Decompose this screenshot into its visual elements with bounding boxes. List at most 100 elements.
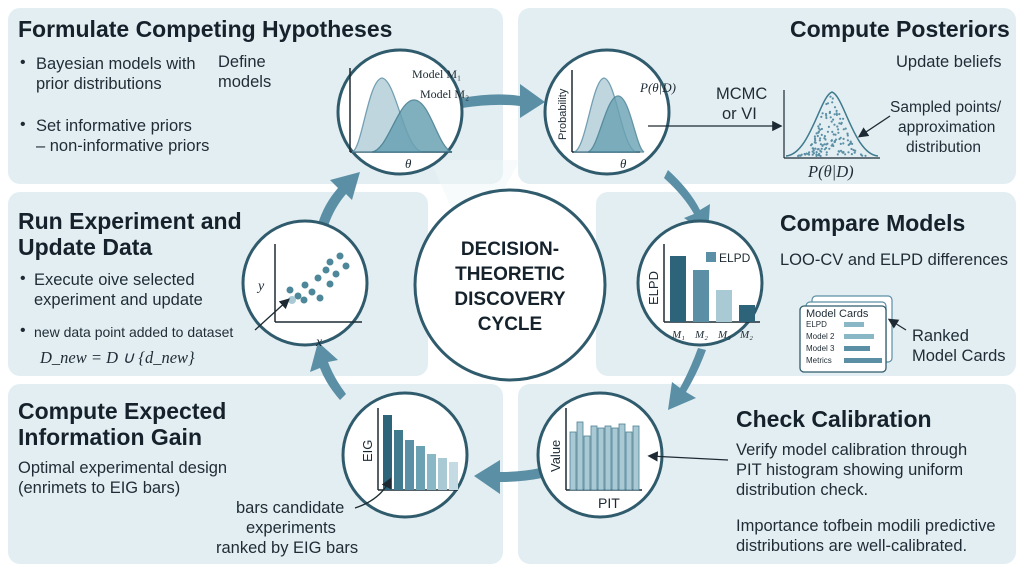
center-line1: DECISION- (461, 239, 559, 260)
eig-chart: EIG (360, 408, 458, 491)
pointer-eig (354, 477, 392, 509)
sample-point (817, 131, 820, 134)
sample-point (820, 115, 823, 118)
sampled-l3: distribution (906, 139, 981, 156)
sample-point (835, 113, 839, 116)
sample-point (811, 147, 815, 150)
sample-point (832, 133, 835, 136)
sample-point (833, 113, 836, 116)
eig-bar-5 (427, 454, 436, 490)
model-cards-stack (799, 295, 893, 373)
sample-point (813, 135, 817, 138)
sample-point (841, 151, 844, 154)
new-data-point (288, 296, 296, 304)
sample-point (817, 153, 820, 157)
sample-point (837, 128, 840, 131)
hypotheses-title: Formulate Competing Hypotheses (18, 16, 393, 42)
sample-point (861, 154, 864, 157)
sample-point (832, 118, 835, 121)
define-l2: models (218, 73, 272, 91)
sample-point (836, 125, 839, 128)
calibration-l1: Verify model calibration through (736, 441, 968, 459)
model2-label: Model M₂ (420, 87, 469, 101)
sample-point (839, 142, 842, 145)
sample-point (840, 121, 843, 124)
sample-point (827, 125, 831, 128)
eig-bar-2 (394, 430, 403, 490)
sample-point (835, 109, 838, 112)
hyp-bullet-dot-2: • (20, 116, 26, 133)
sample-point (821, 112, 824, 115)
elpd-bar-2 (693, 270, 709, 322)
elpd-bar-1 (670, 256, 686, 322)
center-line3: DISCOVERY (454, 289, 566, 310)
ranked-l1: Ranked (912, 327, 969, 345)
prior-curve-m2 (371, 99, 453, 153)
sample-point (816, 148, 819, 151)
sample-point (825, 116, 828, 120)
experiment-title-l2: Update Data (18, 234, 153, 260)
sample-point (829, 95, 832, 98)
sample-point (817, 125, 820, 128)
sample-point (818, 139, 822, 142)
pointer-calibration (647, 451, 729, 462)
sample-point (811, 153, 814, 156)
sample-point (818, 123, 822, 126)
sample-point (798, 154, 801, 157)
cards-title: Model Cards (806, 308, 869, 320)
sample-point (839, 117, 842, 120)
sample-point (850, 153, 854, 156)
card-row-1: ELPD (806, 320, 827, 329)
sample-point (838, 137, 841, 141)
scatter-x-axis: x (315, 335, 323, 350)
sampled-distribution (783, 90, 880, 159)
sample-point (846, 132, 849, 135)
sample-point (832, 144, 835, 148)
sample-point (814, 141, 817, 144)
hyp-bullet2-l1: Set informative priors (36, 117, 192, 135)
sample-point (820, 127, 824, 131)
sample-point (808, 151, 811, 154)
sample-point (837, 150, 840, 153)
card-row-4: Metrics (806, 356, 832, 365)
elpd-tick-3: M₃ (717, 329, 731, 341)
calibration-note-l1: Importance tofbein modili predictive (736, 517, 996, 535)
sample-point (815, 151, 818, 154)
compare-title: Compare Models (780, 210, 966, 236)
eig-bar-3 (405, 440, 414, 490)
sample-point (838, 122, 841, 125)
eig-title-l2: Information Gain (18, 424, 202, 450)
eig-text-l2: (enrimets to EIG bars) (18, 479, 181, 497)
sampled-l1: Sampled points/ (890, 99, 1002, 116)
sample-point (829, 116, 832, 119)
post-x-axis: θ (620, 156, 627, 171)
define-l1: Define (218, 53, 266, 71)
sample-point (816, 134, 819, 138)
center-circle (413, 188, 607, 382)
sample-point (835, 112, 838, 115)
eig-bar-6 (438, 458, 447, 490)
eig-bar-4 (416, 446, 425, 490)
sample-point (837, 131, 840, 134)
sample-point (825, 151, 828, 154)
exp-bullet-dot-1: • (20, 270, 26, 287)
eig-title-l1: Compute Expected (18, 398, 227, 424)
pit-y-axis: Value (548, 440, 563, 472)
arrow-compare-to-calib (668, 348, 706, 410)
sample-point (809, 144, 813, 147)
sample-point (853, 151, 856, 154)
sample-point (849, 140, 852, 143)
hyp-bullet2-l2: – non-informative priors (36, 137, 210, 155)
eig-note-l1: bars candidate (236, 499, 345, 517)
sample-point (824, 112, 828, 116)
sample-point (842, 128, 845, 131)
sample-point (850, 147, 853, 151)
posterior-plot: Probability P(θ|D) θ (557, 70, 676, 171)
pit-x-axis: PIT (598, 495, 620, 511)
pointer-experiment (254, 298, 290, 331)
eig-bar-1 (383, 415, 392, 490)
sample-point (814, 139, 817, 142)
calibration-note-l2: distributions are well-calibrated. (736, 537, 968, 555)
sample-point (844, 153, 847, 156)
elpd-legend-swatch (706, 252, 716, 262)
